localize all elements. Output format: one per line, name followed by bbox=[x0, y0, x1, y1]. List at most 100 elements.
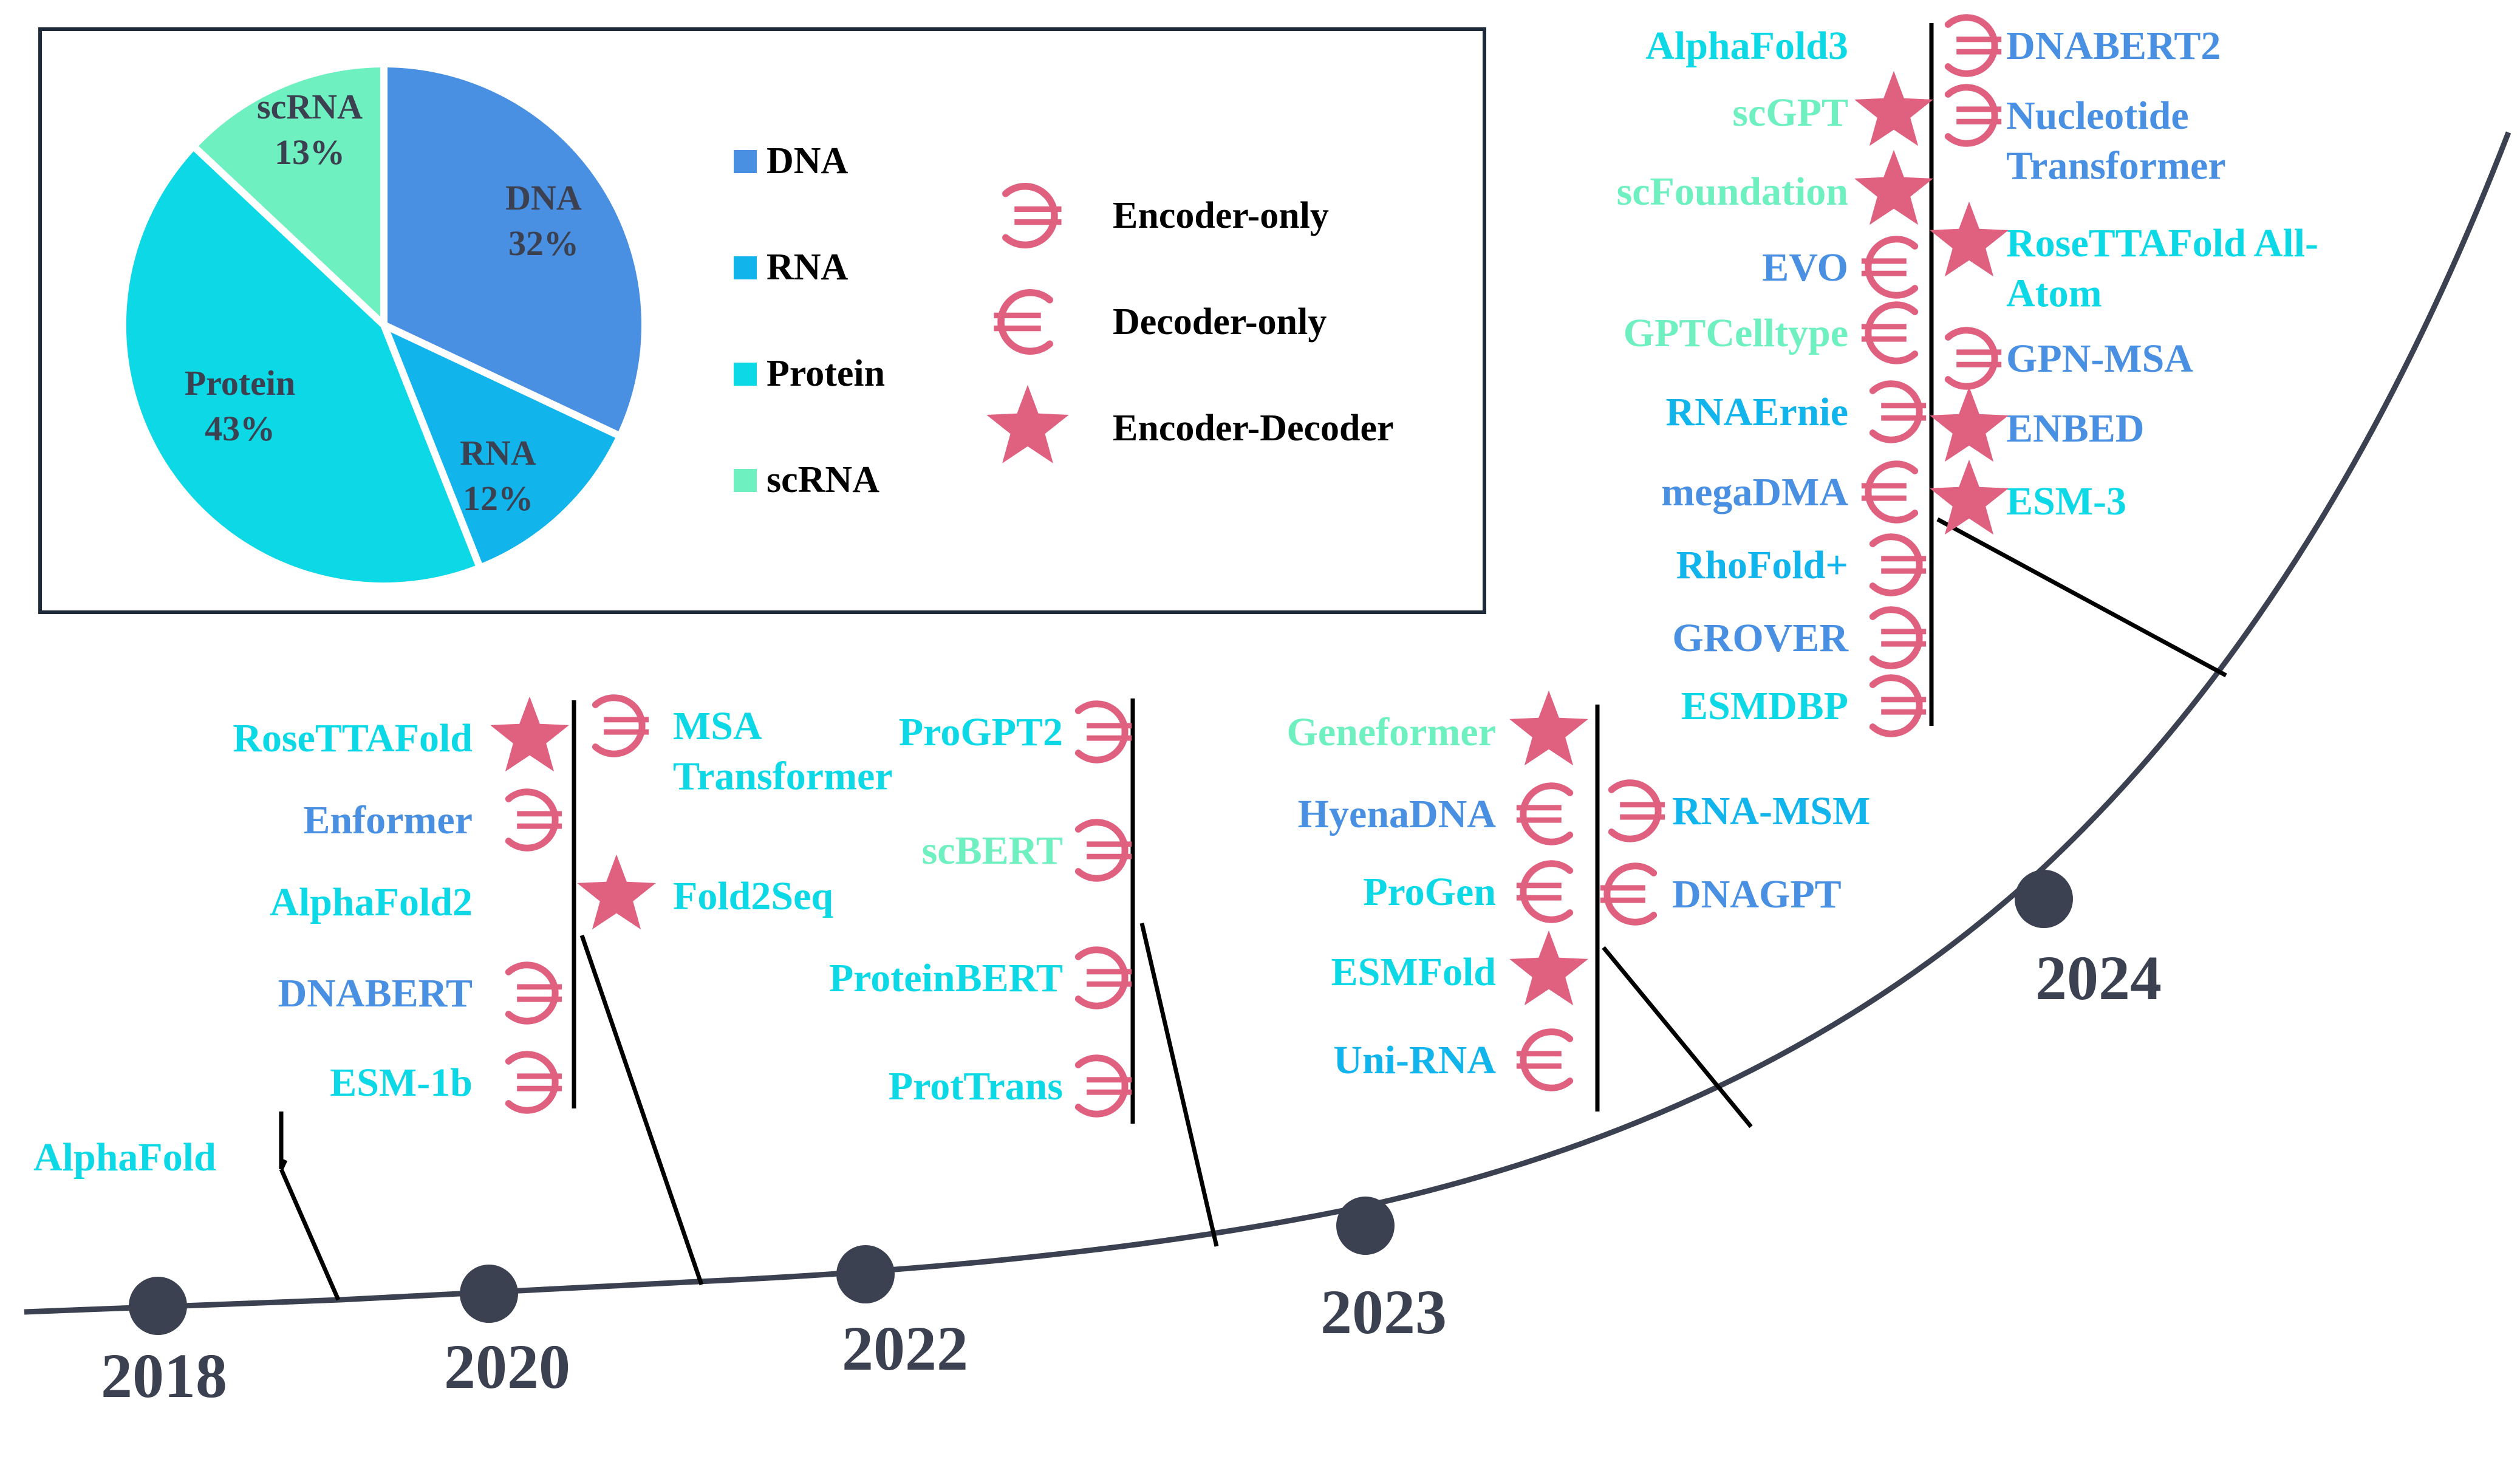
encoder-icon bbox=[505, 1051, 562, 1114]
model-name: DNABERT bbox=[278, 971, 473, 1016]
group-g2023: GeneformerHyenaDNAProGenESMFoldUni-RNARN… bbox=[1287, 690, 1870, 1129]
model-name: RoseTTAFold All-Atom bbox=[2006, 221, 2318, 316]
decoder-icon bbox=[1516, 1028, 1574, 1091]
encoder-icon bbox=[1074, 819, 1132, 882]
model-name: ENBED bbox=[2006, 406, 2144, 451]
model-name: AlphaFold bbox=[33, 1135, 216, 1180]
model-name: ProGPT2 bbox=[899, 710, 1063, 754]
pie-slice-label: DNA bbox=[505, 178, 582, 217]
encoder-icon bbox=[1869, 380, 1927, 443]
model-name: ESM-3 bbox=[2006, 479, 2126, 524]
model-name: ESMFold bbox=[1331, 950, 1496, 994]
star-icon bbox=[1854, 70, 1933, 146]
year-marker-2024 bbox=[2015, 870, 2073, 928]
encoder-icon bbox=[1869, 533, 1927, 596]
year-label: 2018 bbox=[101, 1341, 227, 1411]
decoder-icon bbox=[994, 289, 1053, 355]
star-icon bbox=[1509, 690, 1588, 766]
star-icon bbox=[1509, 930, 1588, 1006]
pie-slice-scrna bbox=[188, 60, 388, 333]
group-connector bbox=[279, 1168, 341, 1301]
year-label: 2023 bbox=[1320, 1277, 1447, 1347]
legend-label: RNA bbox=[767, 247, 849, 288]
model-name: Geneformer bbox=[1287, 710, 1496, 754]
year-marker-2018 bbox=[129, 1277, 187, 1335]
decoder-icon bbox=[1861, 460, 1919, 524]
model-name: RoseTTAFold bbox=[233, 716, 473, 760]
model-name: Uni-RNA bbox=[1333, 1038, 1496, 1082]
timeline: 2018 2020 2022 2023 2024 bbox=[24, 131, 2511, 1411]
star-icon bbox=[1930, 386, 2009, 462]
legend-label: Protein bbox=[767, 353, 885, 394]
year-label: 2020 bbox=[444, 1332, 570, 1402]
model-name: GROVER bbox=[1672, 616, 1849, 660]
model-name: DNABERT2 bbox=[2006, 24, 2221, 68]
model-name: Fold2Seq bbox=[673, 874, 833, 918]
group-connector bbox=[1602, 946, 1753, 1129]
group-g2020: RoseTTAFoldEnformerAlphaFold2DNABERTESM-… bbox=[233, 694, 893, 1286]
pie-slice-percent: 43% bbox=[205, 409, 275, 448]
group-connector-kink bbox=[279, 1159, 288, 1170]
model-name: HyenaDNA bbox=[1298, 792, 1497, 836]
encoder-icon bbox=[1944, 14, 2002, 77]
pie-slice-label: scRNA bbox=[257, 87, 363, 126]
star-icon bbox=[1854, 149, 1933, 225]
legend-label: DNA bbox=[767, 140, 849, 182]
encoder-icon bbox=[1869, 606, 1927, 669]
model-name: ESM-1b bbox=[330, 1060, 473, 1105]
group-g2024: AlphaFold3scGPTscFoundationEVOGPTCelltyp… bbox=[1617, 14, 2318, 737]
model-name: scBERT bbox=[922, 828, 1063, 873]
pie-slice-protein bbox=[118, 141, 485, 590]
model-name: megaDMA bbox=[1661, 470, 1848, 514]
encoder-icon bbox=[1074, 1054, 1132, 1118]
model-name: AlphaFold3 bbox=[1645, 24, 1848, 68]
pie-slice-percent: 32% bbox=[508, 224, 579, 263]
star-icon bbox=[986, 384, 1069, 463]
arch-legend-label: Decoder-only bbox=[1113, 301, 1327, 343]
model-name: AlphaFold2 bbox=[270, 880, 473, 924]
arch-legend-label: Encoder-only bbox=[1113, 195, 1329, 236]
encoder-icon bbox=[592, 694, 649, 757]
star-icon bbox=[490, 696, 569, 772]
encoder-icon bbox=[1869, 674, 1927, 737]
star-icon bbox=[1930, 459, 2009, 535]
encoder-icon bbox=[1944, 327, 2002, 390]
decoder-icon bbox=[1861, 236, 1919, 299]
decoder-icon bbox=[1516, 860, 1574, 923]
group-connector bbox=[1139, 923, 1219, 1247]
pie-slice-rna bbox=[377, 318, 626, 573]
model-name: scGPT bbox=[1732, 90, 1848, 135]
group-connector bbox=[579, 934, 704, 1286]
star-icon bbox=[577, 854, 656, 930]
model-name: RNAErnie bbox=[1665, 390, 1848, 434]
year-label: 2022 bbox=[842, 1314, 968, 1384]
year-label: 2024 bbox=[2035, 943, 2162, 1013]
model-name: ESMDBP bbox=[1681, 684, 1848, 728]
legend-swatch-scrna bbox=[734, 469, 757, 492]
model-name: RhoFold+ bbox=[1676, 543, 1848, 587]
encoder-icon bbox=[1608, 779, 1665, 842]
pie-slice-percent: 13% bbox=[275, 132, 345, 172]
legend-swatch-dna bbox=[734, 150, 757, 173]
encoder-icon bbox=[1002, 182, 1062, 249]
encoder-icon bbox=[1074, 700, 1132, 763]
encoder-icon bbox=[1074, 946, 1132, 1009]
year-marker-2022 bbox=[836, 1245, 895, 1303]
pie-slice-label: RNA bbox=[460, 433, 536, 473]
year-marker-2020 bbox=[460, 1265, 518, 1323]
legend-swatch-rna bbox=[734, 256, 757, 279]
encoder-icon bbox=[505, 961, 562, 1025]
model-name: ProGen bbox=[1363, 870, 1496, 914]
year-marker-2023 bbox=[1336, 1197, 1395, 1255]
decoder-icon bbox=[1516, 782, 1574, 845]
arch-legend-label: Encoder-Decoder bbox=[1113, 408, 1394, 449]
model-name: ProteinBERT bbox=[829, 956, 1063, 1000]
model-name: scFoundation bbox=[1617, 169, 1848, 214]
model-name: DNAGPT bbox=[1672, 872, 1842, 917]
encoder-icon bbox=[1944, 84, 2002, 147]
model-name: GPN-MSA bbox=[2006, 336, 2193, 381]
model-name: EVO bbox=[1762, 245, 1848, 290]
pie-slice-percent: 12% bbox=[463, 479, 533, 518]
